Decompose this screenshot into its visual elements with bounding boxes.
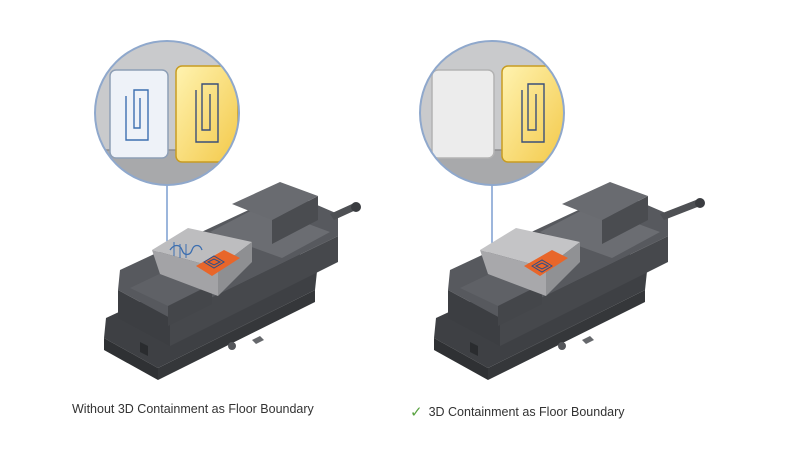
left-vise-illustration bbox=[94, 40, 361, 380]
toolpath-spiral-floor bbox=[531, 259, 553, 273]
toolpath-spiral-floor bbox=[203, 255, 225, 269]
caption-right-text: 3D Containment as Floor Boundary bbox=[428, 405, 625, 419]
pocket-floor-orange bbox=[524, 250, 568, 276]
toolpath-spiral-blue bbox=[125, 89, 149, 141]
right-comparison-panel: ✓ 3D Containment as Floor Boundary bbox=[400, 0, 800, 450]
zoom-magnifier-circle bbox=[94, 40, 240, 186]
toolpath-spiral-dark bbox=[521, 83, 545, 143]
toolpath-blue bbox=[169, 244, 203, 256]
right-vise-illustration bbox=[419, 40, 705, 380]
pocket-unselected bbox=[109, 69, 169, 159]
pocket-highlighted bbox=[175, 65, 239, 163]
zoom-magnifier-circle bbox=[419, 40, 565, 186]
checkmark-icon: ✓ bbox=[410, 404, 423, 421]
caption-right: ✓ 3D Containment as Floor Boundary bbox=[410, 402, 625, 421]
toolpath-spiral-dark bbox=[195, 83, 219, 143]
toolpath-plunge-lines bbox=[173, 242, 187, 258]
machine-vise bbox=[434, 182, 705, 380]
machine-vise bbox=[104, 182, 361, 380]
left-comparison-panel: Without 3D Containment as Floor Boundary bbox=[72, 40, 361, 416]
caption-left: Without 3D Containment as Floor Boundary bbox=[72, 402, 314, 416]
pocket-highlighted bbox=[501, 65, 564, 163]
pocket-unselected bbox=[431, 69, 495, 159]
